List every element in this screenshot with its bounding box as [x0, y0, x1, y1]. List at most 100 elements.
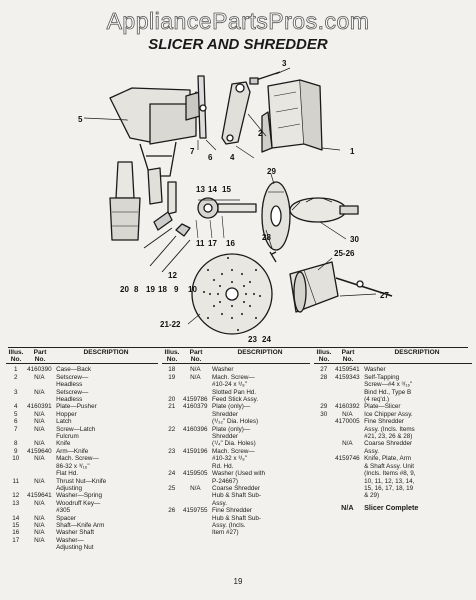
part-no: N/A	[34, 373, 45, 381]
description: Ice Chipper Assy.	[364, 410, 413, 418]
feed-stick-part	[109, 161, 141, 241]
illus-no-header: Illus. No.	[316, 349, 332, 364]
part-no: N/A	[34, 521, 45, 529]
part-no: 4159755	[183, 507, 208, 515]
description: Hopper	[56, 410, 77, 418]
illus-no: 28	[320, 373, 328, 381]
description: Mach. Screw— #10-32 x ³/₈" Rd. Hd.	[212, 447, 255, 470]
table-row: 17 N/A Washer— Adjusting Nut	[6, 537, 158, 552]
description: Coarse Shredder Hub & Shaft Sub- Assy.	[212, 484, 262, 507]
description: Washer (Used with P-24667)	[212, 470, 265, 485]
callout: 29	[267, 167, 276, 176]
part-no: N/A	[190, 366, 201, 374]
callout: 16	[226, 239, 235, 248]
part-no: 4159786	[183, 396, 208, 404]
part-no: 4160390	[27, 366, 52, 374]
part-no: N/A	[190, 484, 201, 492]
description: Plate—Slicer	[364, 403, 401, 411]
part-no: N/A	[34, 425, 45, 433]
illus-no: 17	[12, 536, 20, 544]
callout: 20	[120, 285, 129, 294]
illus-no: 19	[168, 373, 176, 381]
illus-no: 25	[168, 484, 176, 492]
illus-no: 22	[168, 425, 176, 433]
watermark: AppliancePartsPros.com	[106, 8, 370, 35]
description: Setscrew— Headless	[56, 388, 89, 404]
callout: 25-26	[334, 249, 355, 258]
table-header: Illus. No.Part No.DESCRIPTION	[6, 349, 158, 365]
description: Knife	[56, 440, 71, 448]
illus-no	[314, 440, 334, 455]
description: Self-Tapping Screw—#4 x ³/₁₆" Bind Hd., …	[364, 373, 413, 404]
table-row: 6 N/A Latch	[6, 418, 158, 425]
description: Mach. Screw— 86-32 x ³/₁₆" Flat Hd.	[56, 455, 99, 478]
divider	[8, 347, 468, 348]
illus-no: 23	[168, 447, 176, 455]
part-no: 4159640	[27, 447, 52, 455]
callout: 3	[282, 59, 287, 68]
callout: 4	[230, 153, 235, 162]
callout-labels: 1 2 3 4 5 6 7 8 9 10 11 12 13 14 15 16 1…	[78, 59, 389, 344]
description: Shaft—Knife Arm	[56, 521, 105, 529]
description: Washer— Adjusting Nut	[56, 536, 94, 552]
illus-no: 30	[320, 410, 328, 418]
part-no: 4160392	[335, 403, 360, 411]
description: Screw—Latch Fulcrum	[56, 425, 96, 441]
description: Washer	[364, 366, 386, 374]
callout: 28	[262, 233, 271, 242]
illus-no: 5	[14, 410, 18, 418]
part-no: 4160396	[183, 425, 208, 433]
illus-no: 20	[168, 396, 176, 404]
callout: 15	[222, 185, 231, 194]
callout: 6	[208, 153, 213, 162]
table-header: Illus. No.Part No.DESCRIPTION	[314, 349, 472, 365]
illus-no: 10	[12, 455, 20, 463]
illus-no: 4	[14, 403, 18, 411]
callout: 24	[262, 335, 271, 344]
part-no: N/A	[34, 440, 45, 448]
callout: 9	[174, 285, 179, 294]
callout: 13	[196, 185, 205, 194]
illus-no: 3	[14, 388, 18, 396]
description: Coarse Shredder Assy.	[364, 440, 413, 455]
illus-no: 14	[12, 514, 20, 522]
table-row: 15 N/A Shaft—Knife Arm	[6, 522, 158, 529]
illus-no	[314, 418, 334, 440]
part-no: 4159343	[335, 373, 360, 381]
part-no: N/A	[34, 418, 45, 426]
page-number: 19	[233, 577, 243, 586]
part-no: N/A	[34, 529, 45, 537]
part-no: 4160379	[183, 403, 208, 411]
shredder-holes	[203, 257, 261, 331]
illus-no: 2	[14, 373, 18, 381]
illus-no: 12	[12, 492, 20, 500]
callout: 5	[78, 115, 83, 124]
exploded-parts-diagram: 1 2 3 4 5 6 7 8 9 10 11 12 13 14 15 16 1…	[78, 59, 393, 344]
description: Plate (only)— Shredder (³/₃₂" Dia. Holes…	[212, 403, 259, 426]
callout: 7	[190, 147, 195, 156]
description: Arm—Knife	[56, 447, 89, 455]
part-no: 4159505	[183, 470, 208, 478]
latch-part	[197, 75, 207, 139]
part-no: N/A	[34, 536, 45, 544]
illus-no: 26	[168, 507, 176, 515]
part-no: N/A	[34, 410, 45, 418]
table-row: 28 4159343 Self-Tapping Screw—#4 x ³/₁₆" B…	[314, 374, 472, 404]
illus-no: 13	[12, 499, 20, 507]
description: Latch	[56, 418, 72, 426]
illus-no: 6	[14, 418, 18, 426]
illus-no: 15	[12, 521, 20, 529]
callout: 30	[350, 235, 359, 244]
